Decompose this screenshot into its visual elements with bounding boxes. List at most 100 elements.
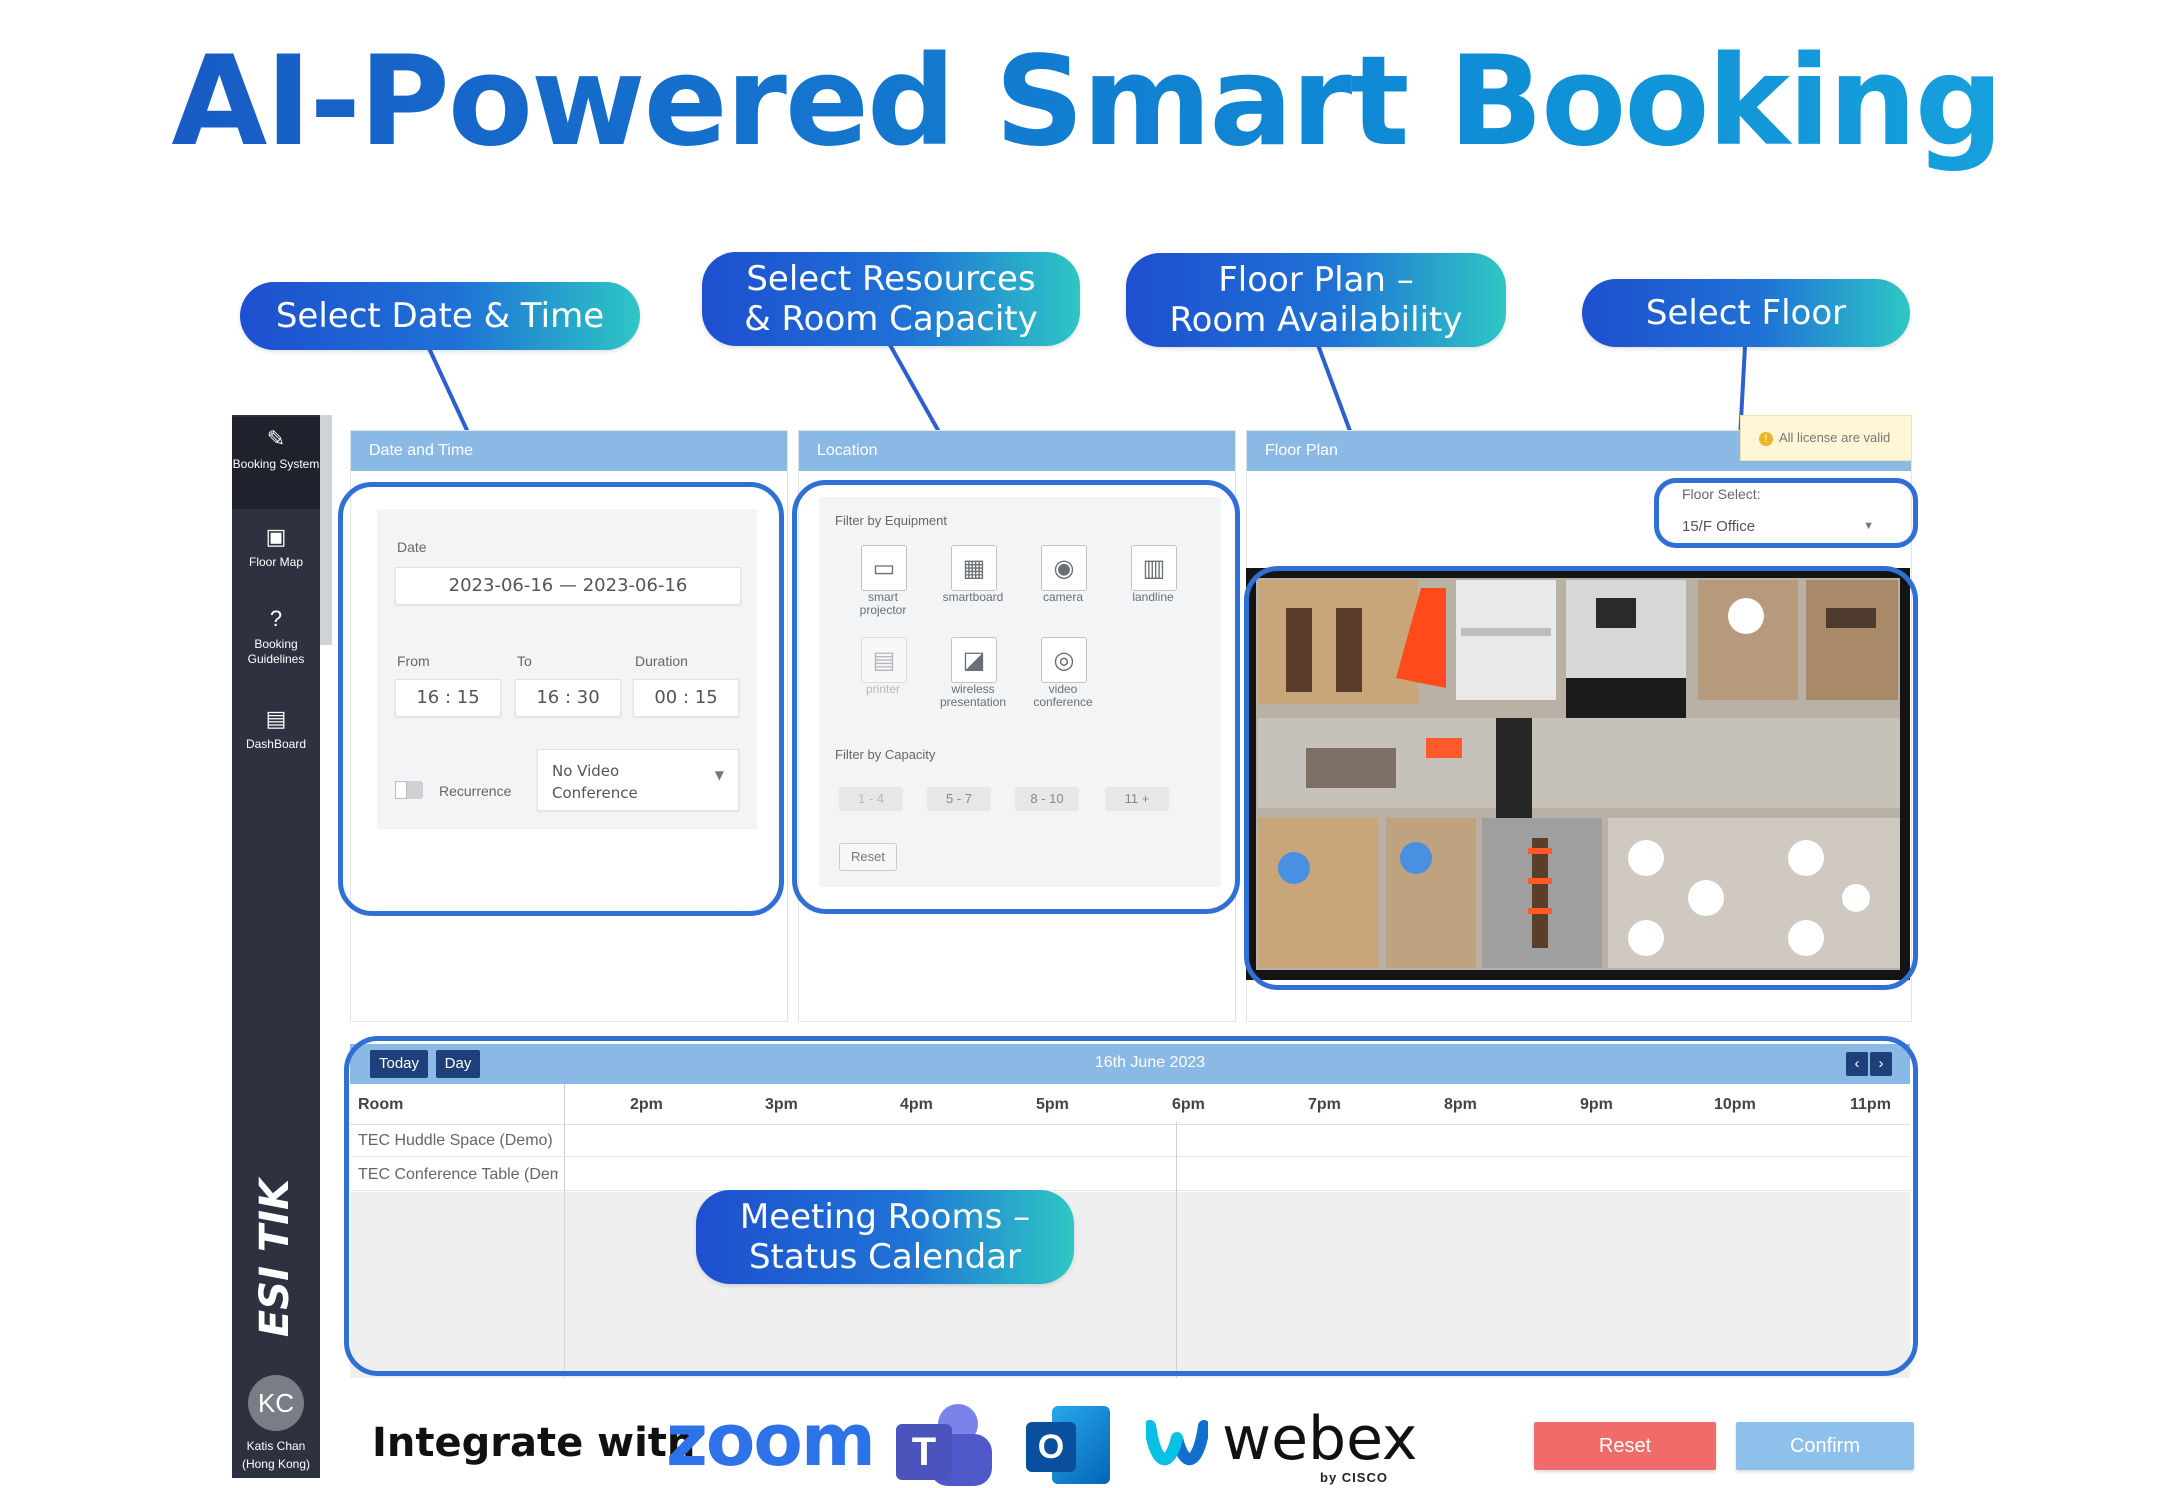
panel-title: Location (799, 431, 1235, 471)
user-name: Katis Chan (Hong Kong) (241, 1439, 311, 1471)
hour-label: 6pm (1172, 1096, 1205, 1113)
avatar[interactable]: KC (248, 1375, 304, 1431)
video-conference-value: No Video Conference (552, 762, 638, 802)
panel-title: Date and Time (351, 431, 787, 471)
teams-logo-icon: T (894, 1400, 996, 1488)
current-time-line (1176, 1122, 1177, 1378)
confirm-button[interactable]: Confirm (1736, 1422, 1914, 1470)
sidebar-item-floor-map[interactable]: ▣ Floor Map (232, 515, 320, 595)
location-panel: Location Filter by Equipment ▭ smart pro… (798, 430, 1236, 1022)
esi-tik-logo: ESI TIK (252, 1178, 298, 1338)
callout-floor-plan: Floor Plan – Room Availability (1126, 253, 1506, 347)
calendar-header (350, 1044, 1910, 1084)
equipment-camera[interactable]: ◉ camera (1023, 545, 1103, 604)
sidebar-item-label: Booking Guidelines (247, 637, 305, 666)
hour-label: 10pm (1714, 1096, 1756, 1113)
projector-icon: ▭ (861, 545, 907, 591)
callout-date-time: Select Date & Time (240, 282, 640, 350)
hour-label: 11pm (1850, 1096, 1891, 1113)
callout-select-floor: Select Floor (1582, 279, 1910, 347)
today-button[interactable]: Today (370, 1050, 428, 1078)
floor-select-label: Floor Select: (1682, 486, 1761, 502)
equipment-filter-label: Filter by Equipment (835, 513, 947, 528)
to-label: To (517, 653, 532, 669)
day-view-button[interactable]: Day (436, 1050, 480, 1078)
room-column-header: Room (358, 1096, 404, 1113)
from-label: From (397, 653, 430, 669)
duration-input[interactable]: 00 : 15 (633, 679, 739, 717)
camera-icon: ◉ (1041, 545, 1087, 591)
sidebar-item-booking-system[interactable]: ✎ Booking System (232, 417, 320, 509)
equipment-video-conference[interactable]: ◎ video conference (1023, 637, 1103, 709)
outlook-logo-icon: O (1024, 1404, 1114, 1488)
sidebar-item-label: Floor Map (248, 555, 304, 569)
date-time-card: Date 2023-06-16 — 2023-06-16 From To Dur… (377, 509, 757, 829)
sidebar: ✎ Booking System ▣ Floor Map ? Booking G… (232, 415, 320, 1478)
capacity-5-7-button[interactable]: 5 - 7 (927, 787, 991, 811)
sidebar-scrollbar[interactable] (320, 415, 332, 645)
landline-icon: ▥ (1131, 545, 1177, 591)
capacity-8-10-button[interactable]: 8 - 10 (1015, 787, 1079, 811)
equipment-smart-projector[interactable]: ▭ smart projector (843, 545, 923, 617)
chevron-down-icon: ▼ (1863, 520, 1874, 532)
hour-label: 4pm (900, 1096, 933, 1113)
capacity-11-plus-button[interactable]: 11 + (1105, 787, 1169, 811)
date-time-panel: Date and Time Date 2023-06-16 — 2023-06-… (350, 430, 788, 1022)
calendar: Today Day 16th June 2023 ‹ › Room 2pm 3p… (350, 1044, 1910, 1378)
webex-wordmark: webex (1222, 1404, 1418, 1474)
date-label: Date (397, 539, 427, 555)
capacity-1-4-button[interactable]: 1 - 4 (839, 787, 903, 811)
floor-map-icon: ▣ (265, 524, 287, 549)
hour-label: 9pm (1580, 1096, 1613, 1113)
calendar-room-row[interactable]: TEC Conference Table (Demo) (358, 1166, 558, 1183)
recurrence-toggle[interactable] (395, 781, 423, 799)
callout-resources: Select Resources & Room Capacity (702, 252, 1080, 346)
calendar-room-row[interactable]: TEC Huddle Space (Demo) (358, 1132, 553, 1149)
integrate-label: Integrate with (372, 1420, 696, 1466)
floor-select-highlight (1654, 478, 1918, 548)
chevron-right-icon: › (1878, 1055, 1884, 1072)
printer-icon: ▤ (861, 637, 907, 683)
chevron-down-icon: ▼ (714, 768, 724, 782)
equipment-landline[interactable]: ▥ landline (1113, 545, 1193, 604)
pencil-icon: ✎ (266, 426, 286, 451)
calendar-highlight (344, 1036, 1918, 1376)
capacity-filter-label: Filter by Capacity (835, 747, 936, 762)
hour-label: 2pm (630, 1096, 663, 1113)
location-card: Filter by Equipment ▭ smart projector ▦ … (819, 497, 1221, 887)
date-range-input[interactable]: 2023-06-16 — 2023-06-16 (395, 567, 741, 605)
equipment-wireless-presentation[interactable]: ◪ wireless presentation (933, 637, 1013, 709)
reset-button[interactable]: Reset (1534, 1422, 1716, 1470)
recurrence-label: Recurrence (439, 783, 512, 799)
sidebar-item-label: DashBoard (245, 737, 307, 751)
dashboard-icon: ▤ (265, 706, 287, 731)
sidebar-item-booking-guidelines[interactable]: ? Booking Guidelines (232, 597, 320, 689)
filter-reset-button[interactable]: Reset (839, 843, 897, 871)
chevron-left-icon: ‹ (1854, 1055, 1860, 1072)
warning-icon: ! (1759, 431, 1773, 446)
sidebar-item-label: Booking System (232, 457, 320, 471)
date-time-highlight (338, 482, 784, 916)
equipment-printer[interactable]: ▤ printer (843, 637, 923, 696)
hour-label: 5pm (1036, 1096, 1069, 1113)
video-conference-icon: ◎ (1041, 637, 1087, 683)
to-time-input[interactable]: 16 : 30 (515, 679, 621, 717)
floor-map[interactable] (1246, 568, 1910, 980)
help-icon: ? (269, 606, 283, 631)
hour-label: 7pm (1308, 1096, 1341, 1113)
webex-by-cisco: by CISCO (1320, 1470, 1388, 1485)
video-conference-select[interactable]: No Video Conference ▼ (537, 749, 739, 811)
duration-label: Duration (635, 653, 688, 669)
hours-row (350, 1084, 1910, 1125)
floor-select-value: 15/F Office (1682, 518, 1756, 535)
sidebar-item-dashboard[interactable]: ▤ DashBoard (232, 697, 320, 777)
callout-meeting-rooms: Meeting Rooms – Status Calendar (696, 1190, 1074, 1284)
floor-plan-drawing (1256, 578, 1900, 970)
prev-day-button[interactable]: ‹ (1846, 1052, 1868, 1076)
from-time-input[interactable]: 16 : 15 (395, 679, 501, 717)
calendar-date-title: 16th June 2023 (1094, 1054, 1206, 1071)
calendar-grid: Room 2pm 3pm 4pm 5pm 6pm 7pm 8pm 9pm 10p… (350, 1084, 1910, 1192)
webex-logo-icon (1144, 1412, 1210, 1468)
location-highlight (792, 480, 1240, 914)
equipment-smartboard[interactable]: ▦ smartboard (933, 545, 1013, 604)
